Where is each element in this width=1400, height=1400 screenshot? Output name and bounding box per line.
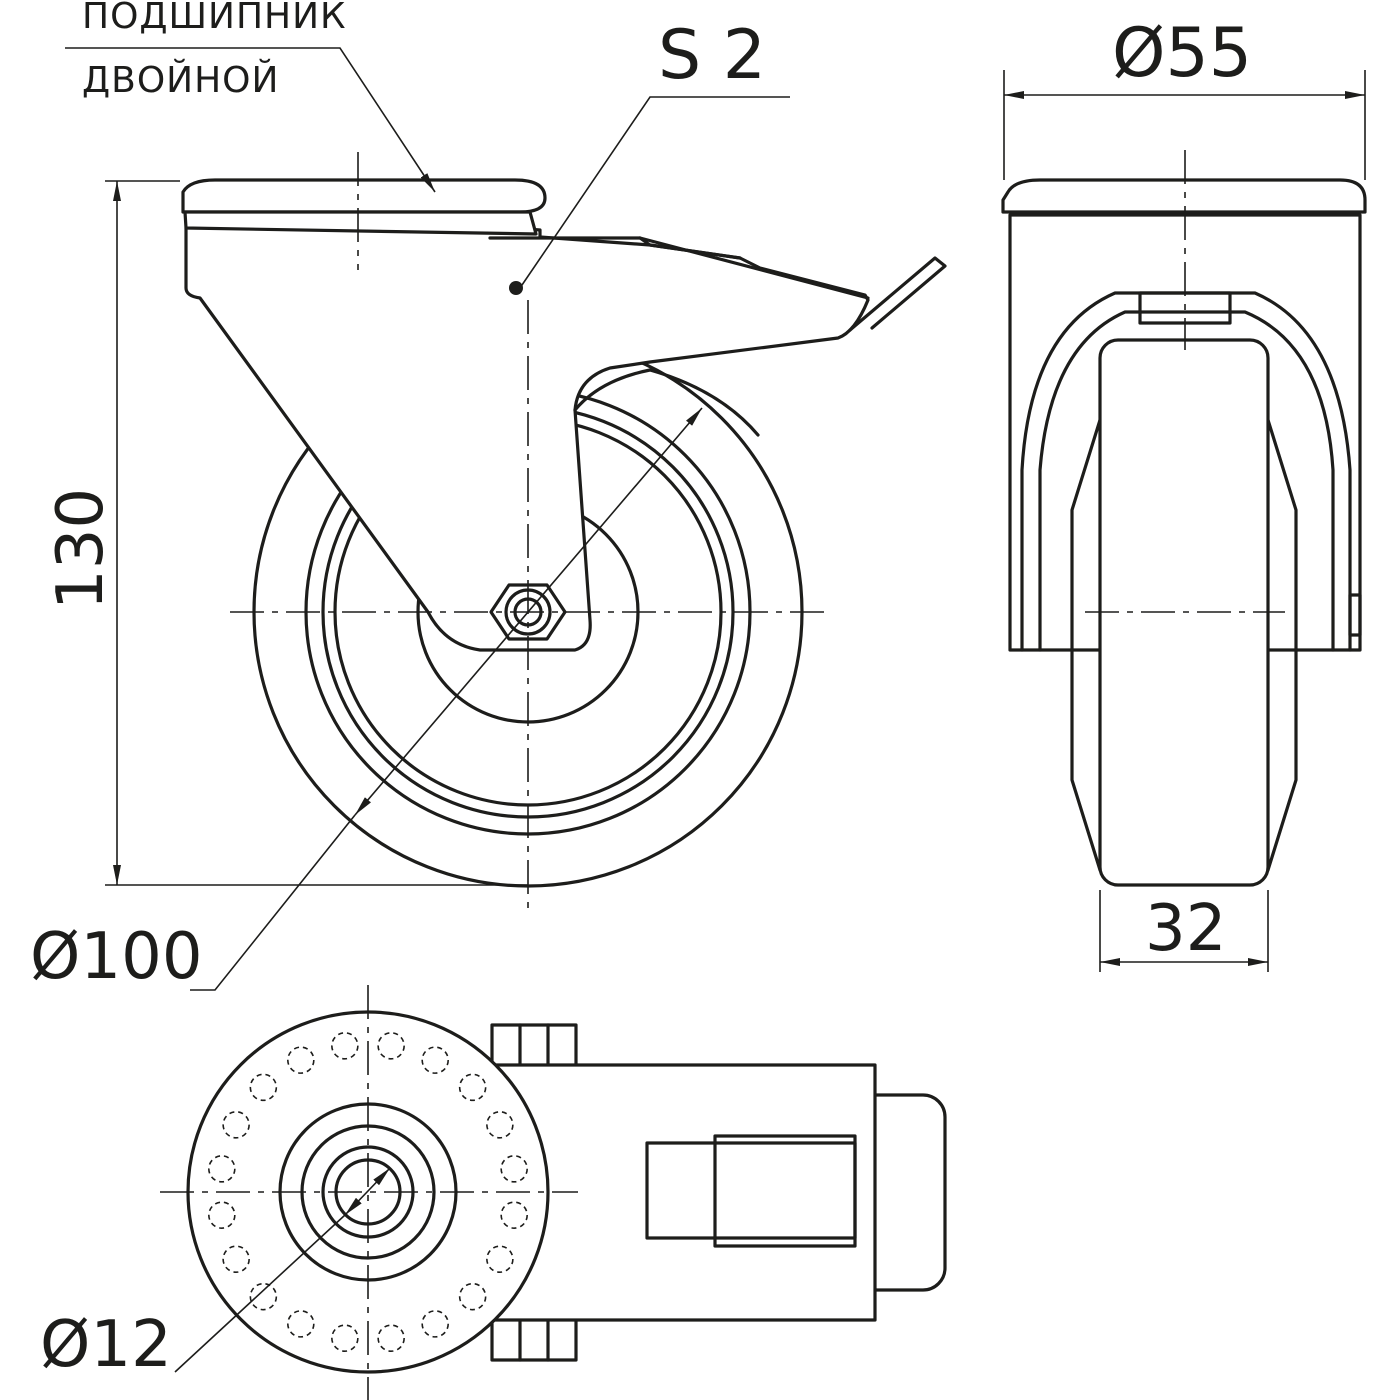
mounting-holes [208,1032,528,1352]
mounting-hole [500,1201,528,1229]
bolt-top [490,1023,578,1072]
fork-arch [573,368,760,437]
brake-base [638,236,742,260]
side-view: 130 Ø100 ПОДШИПНИК ДВОЙНОЙ S 2 [30,0,947,994]
dimension-wheel-diameter [354,407,703,816]
brake-lever [848,256,947,332]
thickness-leader [521,96,790,286]
leader-line [190,814,356,991]
mounting-hole [421,1310,449,1338]
fork-arch-inner [1038,310,1335,652]
mounting-plate-front [1001,178,1367,214]
mounting-hole [222,1245,250,1273]
mounting-hole [377,1032,405,1060]
mounting-hole [208,1155,236,1183]
plate-width-label: Ø55 [1112,14,1252,93]
mounting-hole [331,1324,359,1352]
mounting-hole [458,1282,487,1311]
thickness-label: S 2 [658,16,766,95]
mounting-hole [500,1155,528,1183]
mounting-hole [208,1201,236,1229]
mounting-hole [222,1111,250,1139]
mounting-hole [377,1324,405,1352]
mounting-hole [331,1032,359,1060]
dimension-axle-diameter [344,1167,391,1216]
mounting-hole [249,1282,278,1311]
axle-diameter-label: Ø12 [40,1308,172,1382]
height-label: 130 [44,488,118,610]
bottom-view: Ø12 [40,985,947,1400]
mounting-hole [287,1310,315,1338]
mounting-hole [458,1073,487,1102]
wheel-width-label: 32 [1145,892,1226,966]
mounting-hole [486,1245,514,1273]
bolt-bottom [490,1313,578,1362]
bearing-leader [65,47,436,193]
brake-pin [1348,593,1362,637]
leader-line [174,1214,346,1373]
brake-shoe [713,1134,857,1248]
bearing-label-line2: ДВОЙНОЙ [82,59,279,101]
rivet-dot [509,281,523,295]
mounting-hole [249,1073,278,1102]
mounting-plate [181,178,547,214]
front-view: Ø55 32 [1001,14,1367,972]
wheel-diameter-label: Ø100 [30,920,203,994]
mounting-hole [486,1111,514,1139]
mounting-hole [421,1046,449,1074]
mounting-hole [287,1046,315,1074]
bearing-label-line1: ПОДШИПНИК [82,0,347,37]
hub-profile [1070,418,1298,872]
mounting-plate-lower [183,210,538,236]
